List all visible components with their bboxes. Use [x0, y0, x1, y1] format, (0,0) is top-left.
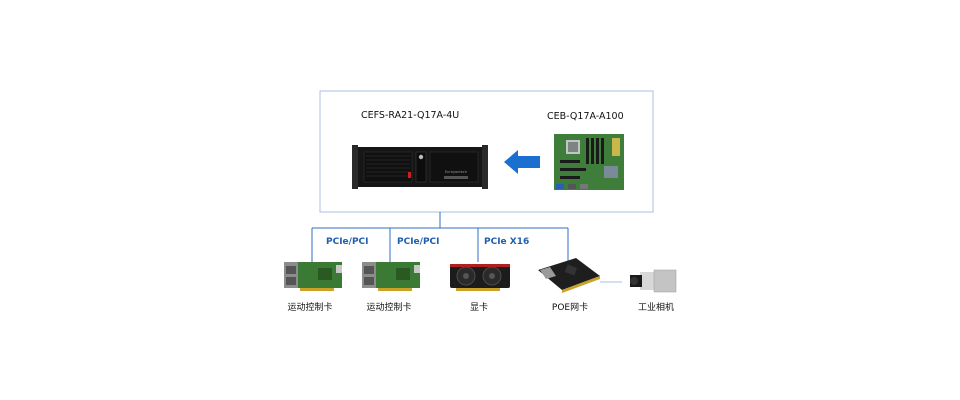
- board-label: CEB-Q17A-A100: [547, 111, 624, 122]
- motion-card-1-image: [284, 262, 342, 291]
- chassis-image: [352, 145, 488, 189]
- chassis-label: CEFS-RA21-Q17A-4U: [361, 110, 460, 121]
- bus-lines: [311, 212, 569, 262]
- device-label-motion-card-2: 运动控制卡: [366, 303, 412, 313]
- device-label-motion-card-1: 运动控制卡: [287, 303, 333, 313]
- poe-card-image: [538, 258, 600, 293]
- chassis-brand: Enrayontech: [445, 170, 467, 174]
- bus-label-1: PCIe/PCI: [326, 237, 369, 247]
- device-label-poe-card: POE网卡: [551, 303, 589, 313]
- bus-label-3: PCIe X16: [484, 237, 530, 247]
- bus-label-2: PCIe/PCI: [397, 237, 440, 247]
- graphics-card-image: [450, 264, 510, 291]
- camera-image: [630, 269, 677, 293]
- transfer-arrow-icon: [504, 150, 540, 174]
- motherboard-image: [554, 134, 624, 190]
- motion-card-2-image: [362, 262, 420, 291]
- device-label-camera: 工业相机: [637, 303, 675, 313]
- host-frame: [319, 90, 654, 213]
- device-label-graphics-card: 显卡: [469, 303, 489, 313]
